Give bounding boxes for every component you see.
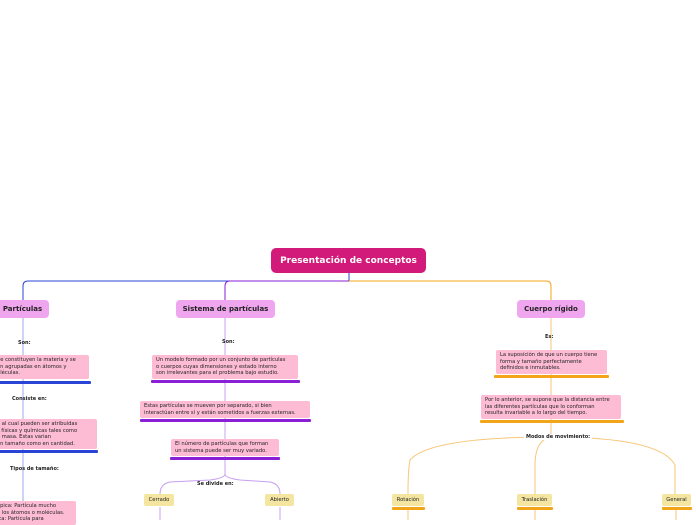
sistema-divide-label: Se divide en: bbox=[197, 481, 234, 487]
particulas-tipos-label: Tipos de tamaño: bbox=[10, 466, 59, 472]
sistema-texto1[interactable]: Un modelo formado por un conjunto de par… bbox=[152, 355, 298, 379]
leaf-rotacion-underline bbox=[392, 507, 425, 510]
connector-modos-general bbox=[550, 436, 676, 494]
topic-cuerpo-rigido[interactable]: Cuerpo rígido bbox=[517, 300, 585, 318]
cuerpo-modos-label: Modos de movimiento: bbox=[524, 434, 593, 440]
connector-root-particulas bbox=[22, 273, 350, 300]
root-topic[interactable]: Presentación de conceptos bbox=[271, 248, 426, 273]
connector-root-sistema bbox=[224, 280, 349, 300]
sistema-son-label: Son: bbox=[222, 339, 235, 345]
connector-root-cuerpo bbox=[349, 280, 552, 300]
connector-modos-traslacion bbox=[534, 436, 552, 494]
sistema-texto2[interactable]: Estas partículas se mueven por separado,… bbox=[140, 401, 310, 419]
leaf-abierto[interactable]: Abierto bbox=[265, 494, 294, 506]
particulas-son-label: Son: bbox=[18, 340, 31, 346]
cuerpo-texto1-underline bbox=[494, 375, 609, 378]
cuerpo-texto2-underline bbox=[480, 420, 624, 423]
particulas-son-underline bbox=[0, 381, 91, 384]
cuerpo-texto2[interactable]: Por lo anterior, se supone que la distan… bbox=[481, 395, 621, 419]
sistema-texto1-underline bbox=[151, 380, 300, 383]
particulas-son-text[interactable]: ...ue constituyen la materia y se ...an … bbox=[0, 355, 89, 379]
leaf-general-underline bbox=[662, 507, 692, 510]
leaf-rotacion[interactable]: Rotación bbox=[392, 494, 424, 506]
cuerpo-es-label: Es: bbox=[545, 334, 554, 340]
sistema-texto2-underline bbox=[140, 419, 311, 422]
particulas-consiste-text[interactable]: ...o al cual pueden ser atribuidas ...s … bbox=[0, 419, 97, 450]
particulas-consiste-underline bbox=[0, 450, 98, 453]
leaf-general[interactable]: General bbox=[662, 494, 691, 506]
connector-sistema-divide bbox=[159, 465, 226, 495]
topic-particulas[interactable]: Partículas bbox=[0, 300, 49, 318]
particulas-consiste-label: Consiste en: bbox=[12, 396, 47, 402]
sistema-texto3-underline bbox=[170, 457, 280, 460]
connector-sistema-divide-b bbox=[224, 473, 281, 495]
connector-modos-rotacion bbox=[407, 436, 552, 495]
leaf-traslacion[interactable]: Traslación bbox=[517, 494, 552, 506]
sistema-texto3[interactable]: El número de partículas que forman un si… bbox=[171, 439, 279, 457]
cuerpo-texto1[interactable]: La suposición de que un cuerpo tiene for… bbox=[496, 350, 607, 374]
leaf-cerrado[interactable]: Cerrado bbox=[144, 494, 174, 506]
topic-sistema-de-particulas[interactable]: Sistema de partículas bbox=[176, 300, 275, 318]
particulas-tipos-text[interactable]: ...ópica: Partícula mucho ...e los átomo… bbox=[0, 501, 76, 525]
leaf-traslacion-underline bbox=[517, 507, 553, 510]
